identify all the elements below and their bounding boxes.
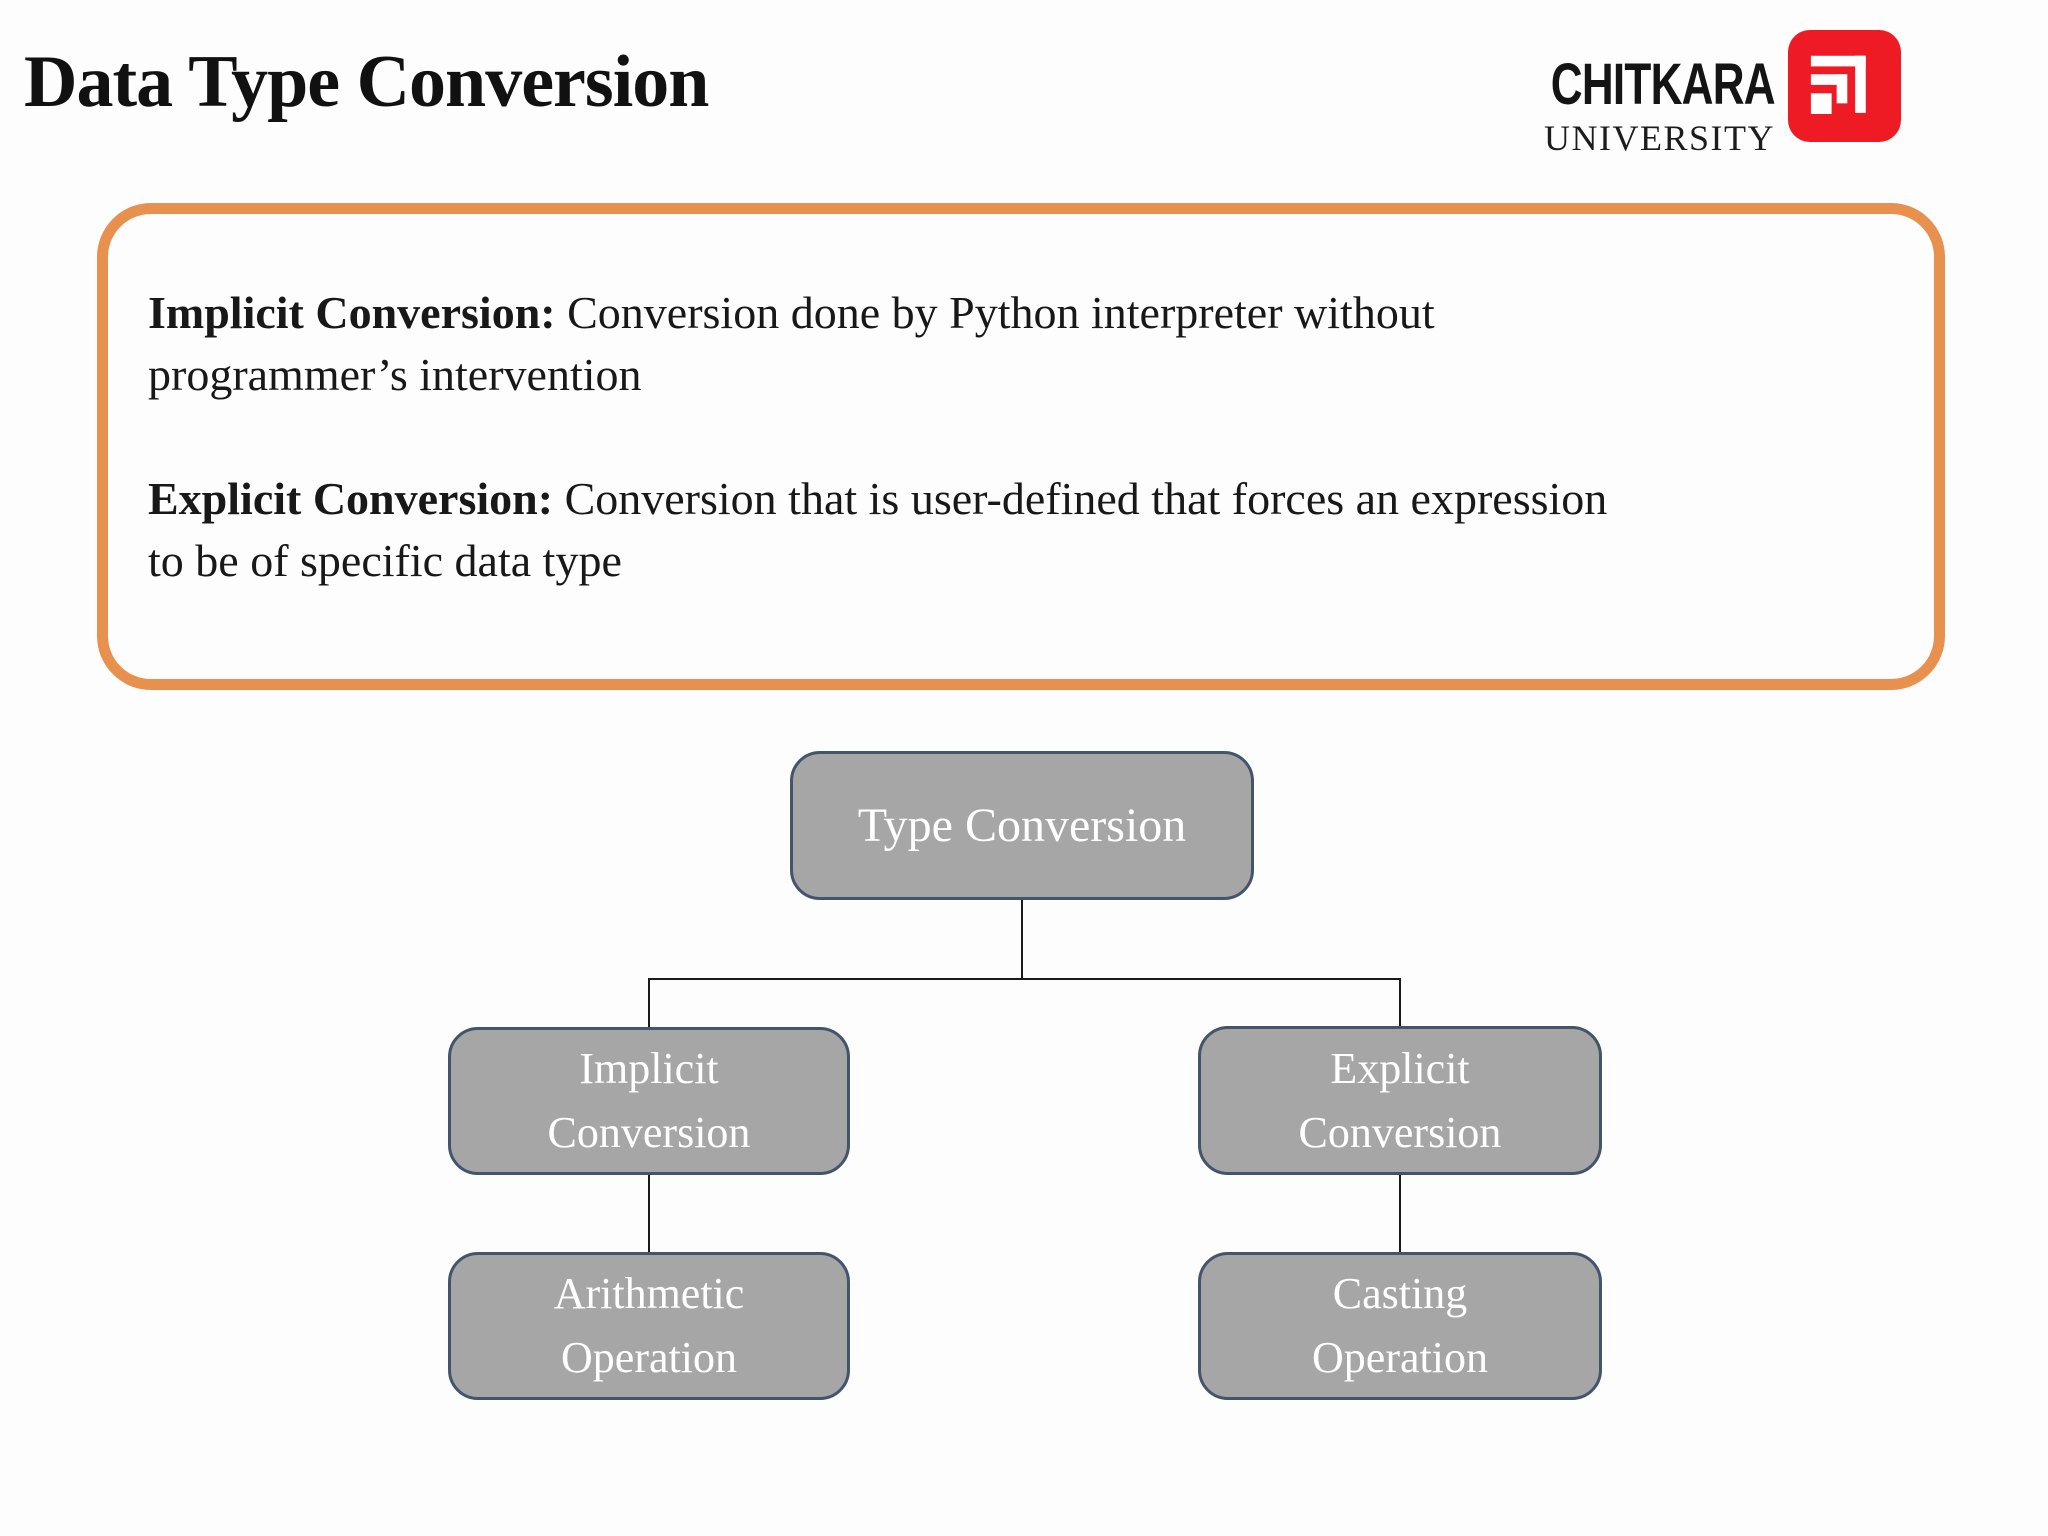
- logo-subname: UNIVERSITY: [1544, 118, 1775, 158]
- implicit-conversion-label: Implicit Conversion:: [148, 287, 556, 338]
- logo-name: CHITKARA: [1550, 52, 1776, 117]
- connector-horizontal: [648, 978, 1401, 980]
- connector-left-branch: [648, 978, 650, 1027]
- explicit-conversion-label: Explicit Conversion:: [148, 473, 554, 524]
- explicit-conversion-definition: Explicit Conversion: Conversion that is …: [148, 473, 1608, 586]
- node-implicit-conversion: Implicit Conversion: [448, 1027, 850, 1175]
- connector-right-child: [1399, 1175, 1401, 1252]
- page-title: Data Type Conversion: [24, 41, 709, 123]
- connector-left-child: [648, 1175, 650, 1252]
- university-logo-icon: [1788, 30, 1901, 142]
- logo-mark-glyph: [1810, 55, 1866, 114]
- definitions-text: Implicit Conversion: Conversion done by …: [148, 282, 1908, 592]
- implicit-conversion-definition: Implicit Conversion: Conversion done by …: [148, 287, 1435, 400]
- university-logo-text: CHITKARA UNIVERSITY: [1480, 52, 1776, 158]
- node-arithmetic-operation: Arithmetic Operation: [448, 1252, 850, 1400]
- node-explicit-conversion: Explicit Conversion: [1198, 1026, 1602, 1175]
- connector-root-vertical: [1021, 900, 1023, 978]
- node-type-conversion: Type Conversion: [790, 751, 1254, 900]
- connector-right-branch: [1399, 978, 1401, 1026]
- definitions-callout-box: [97, 203, 1945, 690]
- node-casting-operation: Casting Operation: [1198, 1252, 1602, 1400]
